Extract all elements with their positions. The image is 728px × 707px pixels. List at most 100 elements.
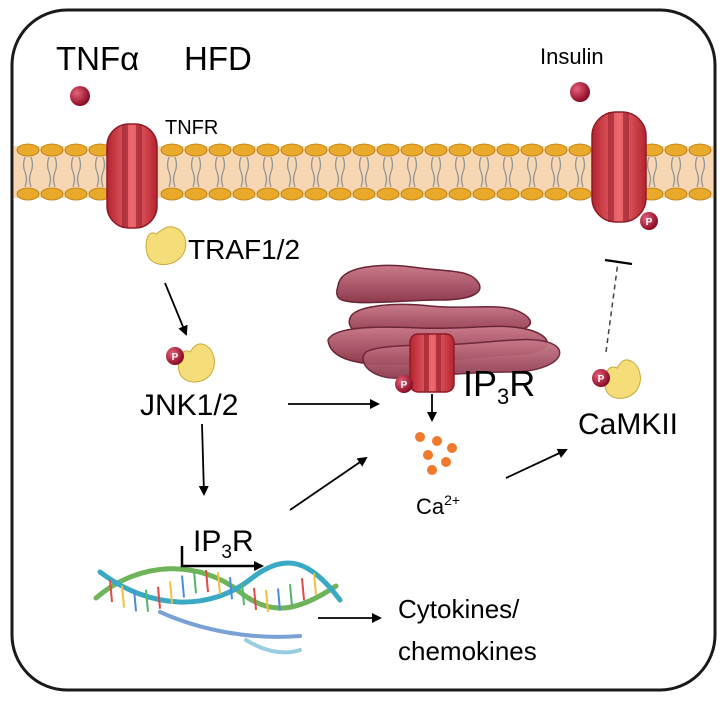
insulin-receptor-phospho: P (640, 212, 658, 230)
lipid-head (40, 143, 64, 157)
svg-text:P: P (598, 374, 605, 385)
dna-rung (301, 578, 305, 601)
arrow-ca-to-camkii (505, 448, 568, 479)
lipid-head (376, 187, 400, 201)
lipid-tail (286, 156, 298, 188)
tnfr-receptor (106, 123, 158, 229)
label-calcium: Ca2+ (416, 492, 460, 519)
lipid-head (352, 143, 376, 157)
dna-rung (121, 585, 125, 608)
ip3r-channel (409, 333, 455, 393)
lipid-head (544, 143, 568, 157)
lipid-heads-bottom (16, 187, 712, 201)
svg-text:P: P (646, 217, 653, 228)
camkii-complex: P (592, 359, 641, 399)
inhibition-bar (604, 258, 633, 266)
lipid-tail (358, 156, 370, 188)
lipid-head (328, 187, 352, 201)
lipid-head (664, 187, 688, 201)
dna-rung (205, 569, 209, 593)
lipid-head (352, 187, 376, 201)
lipid-tail (670, 156, 682, 188)
lipid-tails (22, 156, 706, 188)
lipid-head (184, 187, 208, 201)
dna-rung (217, 572, 221, 595)
lipid-tail (478, 156, 490, 188)
dna-rung (193, 571, 197, 594)
lipid-head (664, 143, 688, 157)
inhibition-camkii-to-insulin-receptor (605, 261, 619, 353)
label-ip3r-gene: IP3R (193, 525, 254, 563)
dna-rung (109, 579, 113, 603)
lipid-head (568, 187, 592, 201)
lipid-tail (310, 156, 322, 188)
lipid-head (208, 143, 232, 157)
lipid-head (160, 187, 184, 201)
label-cytokines-line2: chemokines (398, 636, 537, 666)
lipid-tail (94, 156, 106, 188)
lipid-tail (238, 156, 250, 188)
lipid-head (160, 143, 184, 157)
lipid-head (688, 143, 712, 157)
lipid-tail (262, 156, 274, 188)
jnk-complex: P (166, 343, 215, 383)
ip3r-phospho: P (395, 375, 413, 393)
dna-rung (181, 575, 185, 598)
lipid-head (496, 187, 520, 201)
lipid-tail (190, 156, 202, 188)
lipid-head (520, 143, 544, 157)
lipid-head (232, 143, 256, 157)
arrow-traf-to-jnk (164, 282, 188, 336)
dna-rung (265, 589, 269, 613)
lipid-head (424, 187, 448, 201)
lipid-head (568, 143, 592, 157)
lipid-head (64, 187, 88, 201)
lipid-head (16, 187, 40, 201)
lipid-head (208, 187, 232, 201)
lipid-head (304, 143, 328, 157)
lipid-tail (646, 156, 658, 188)
lipid-head (448, 143, 472, 157)
dna-rung (133, 589, 137, 612)
label-cytokines-line1: Cytokines/ (398, 594, 520, 624)
dna-rung (277, 588, 281, 611)
lipid-tail (574, 156, 586, 188)
lipid-head (16, 143, 40, 157)
dna-rung (253, 587, 257, 611)
lipid-head (40, 187, 64, 201)
lipid-tail (694, 156, 706, 188)
lipid-head (424, 143, 448, 157)
lipid-tail (22, 156, 34, 188)
lipid-head (448, 187, 472, 201)
insulin-ligand (570, 82, 590, 102)
lipid-head (256, 143, 280, 157)
lipid-tail (214, 156, 226, 188)
tnfa-ligand (70, 86, 90, 106)
lipid-head (688, 187, 712, 201)
dna-rung (289, 584, 293, 607)
lipid-head (472, 187, 496, 201)
dna-rung (241, 583, 245, 606)
lipid-head (328, 143, 352, 157)
dna-helix-icon (93, 560, 343, 655)
lipid-head (400, 187, 424, 201)
lipid-head (64, 143, 88, 157)
svg-text:P: P (401, 380, 408, 391)
lipid-tail (382, 156, 394, 188)
svg-text:P: P (172, 352, 179, 363)
lipid-tail (454, 156, 466, 188)
dna-rung (145, 589, 149, 612)
label-tnfr: TNFR (165, 117, 218, 139)
dna-rung (169, 581, 173, 604)
label-traf: TRAF1/2 (188, 234, 300, 265)
lipid-head (520, 187, 544, 201)
lipid-tail (550, 156, 562, 188)
arrow-jnk-to-ip3r-gene (198, 423, 209, 496)
lipid-head (232, 187, 256, 201)
lipid-tail (406, 156, 418, 188)
lipid-head (280, 187, 304, 201)
lipid-head (280, 143, 304, 157)
lipid-tail (526, 156, 538, 188)
